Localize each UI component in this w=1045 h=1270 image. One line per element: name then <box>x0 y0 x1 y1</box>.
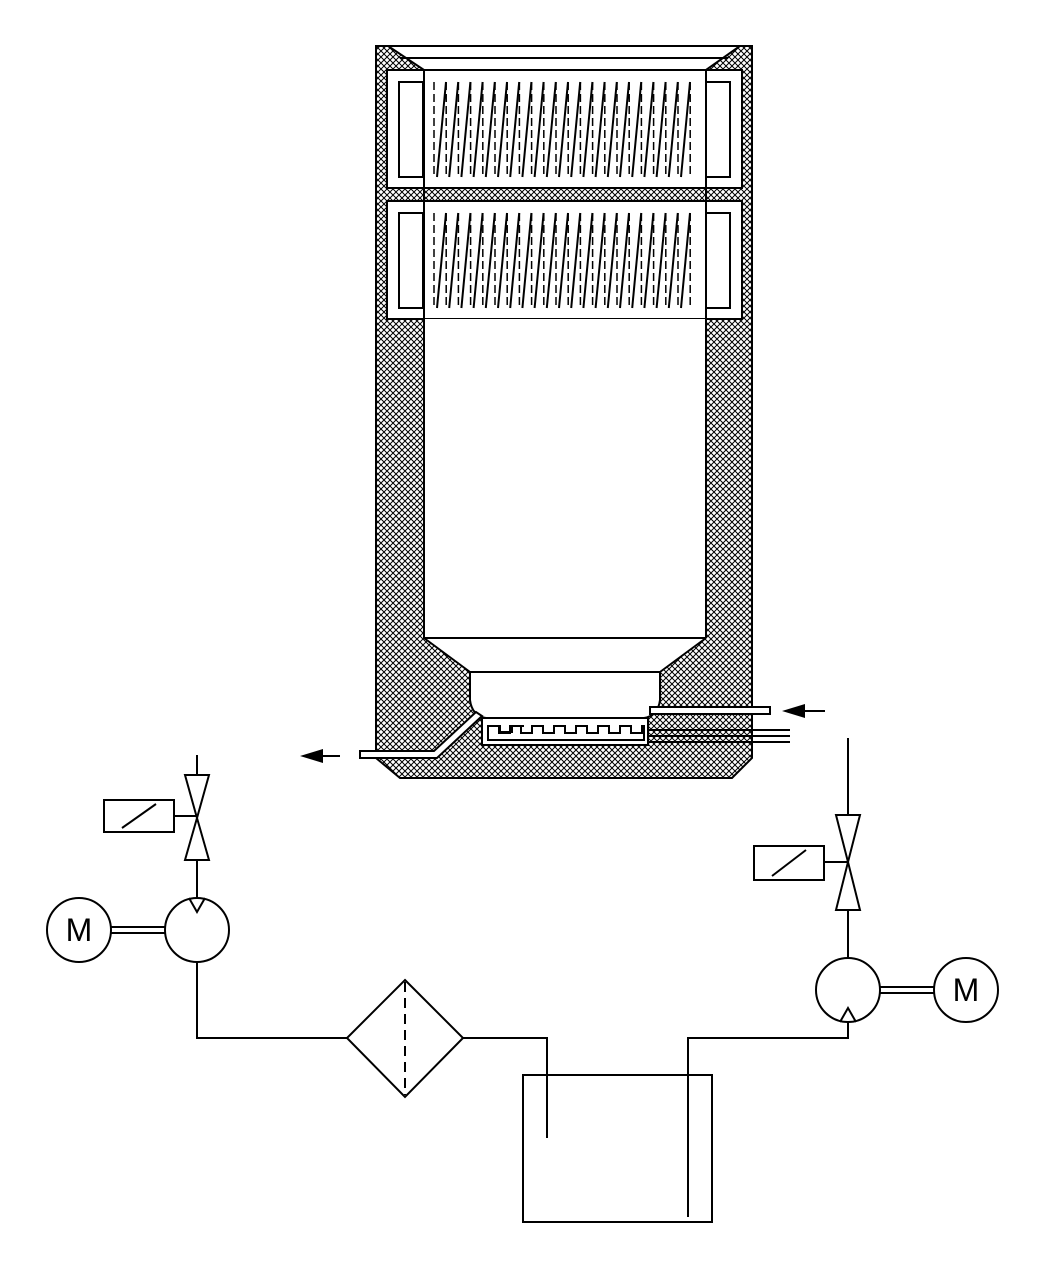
coil-turn-front <box>436 212 447 309</box>
coil-turn-front <box>655 81 667 178</box>
coil-turn-front <box>643 81 655 178</box>
heater-leads <box>647 729 790 743</box>
motor-right <box>933 957 999 1023</box>
coil-turn-front <box>667 81 679 178</box>
furnace <box>300 45 825 779</box>
coil-turn-front <box>545 81 557 178</box>
pump-right <box>815 957 881 1023</box>
coil-turn-front <box>606 81 618 178</box>
heating-coils <box>433 81 691 309</box>
coil-turn-front <box>448 212 460 309</box>
coil-turn-front <box>570 212 582 309</box>
coil-turn-front <box>594 81 606 178</box>
coil-turn-front <box>558 81 569 178</box>
coil-turn-front <box>594 212 606 309</box>
coil-turn-front <box>606 212 618 309</box>
coil-turn-front <box>667 212 679 309</box>
coil-turn-front <box>448 81 460 178</box>
coil-turn-front <box>533 212 545 309</box>
terminal-left-upper <box>398 81 424 178</box>
coolant-tank <box>522 1074 713 1223</box>
coil-turn-front <box>545 212 557 309</box>
coil-turn-front <box>631 212 643 309</box>
coil-turn-front <box>558 212 569 309</box>
coil-turn-front <box>460 212 472 309</box>
outlet-pipe <box>359 710 484 759</box>
pump-left <box>164 897 230 963</box>
coil-turn-front <box>680 81 691 178</box>
coil-turn-front <box>582 212 594 309</box>
coil-turn-front <box>436 81 447 178</box>
motor-left <box>46 897 112 963</box>
coil-turn-front <box>472 81 484 178</box>
inlet-arrow-icon <box>782 704 825 718</box>
coil-turn-front <box>655 212 667 309</box>
furnace-chamber <box>424 319 706 672</box>
coil-turn-front <box>497 81 508 178</box>
heater-wave <box>487 725 645 741</box>
coil-turn-front <box>582 81 594 178</box>
motor-left-label: M <box>66 912 93 948</box>
coil-turn-front <box>521 212 533 309</box>
coil-turn-front <box>509 81 521 178</box>
coil-turn-front <box>509 212 521 309</box>
coil-turn-front <box>460 81 472 178</box>
inlet-pipe <box>649 706 771 715</box>
coil-turn-front <box>631 81 643 178</box>
terminal-left-lower <box>398 212 424 309</box>
crucible <box>469 671 661 719</box>
left-circuit: M <box>46 755 548 1138</box>
coil-turn-front <box>497 212 508 309</box>
valve-left[interactable] <box>183 774 211 861</box>
coil-turn-front <box>533 81 545 178</box>
motor-right-label: M <box>953 972 980 1008</box>
coil-turn-front <box>619 81 630 178</box>
outlet-arrow-icon <box>300 749 340 763</box>
coil-turn-front <box>521 81 533 178</box>
right-circuit: M <box>753 738 999 1023</box>
coil-turn-front <box>472 212 484 309</box>
terminal-right-upper <box>705 81 731 178</box>
coil-turn-front <box>484 81 496 178</box>
coil-turn-front <box>680 212 691 309</box>
coil-turn-front <box>570 81 582 178</box>
coil-turn-front <box>619 212 630 309</box>
coil-turn-front <box>643 212 655 309</box>
terminal-right-lower <box>705 212 731 309</box>
coil-turn-front <box>484 212 496 309</box>
